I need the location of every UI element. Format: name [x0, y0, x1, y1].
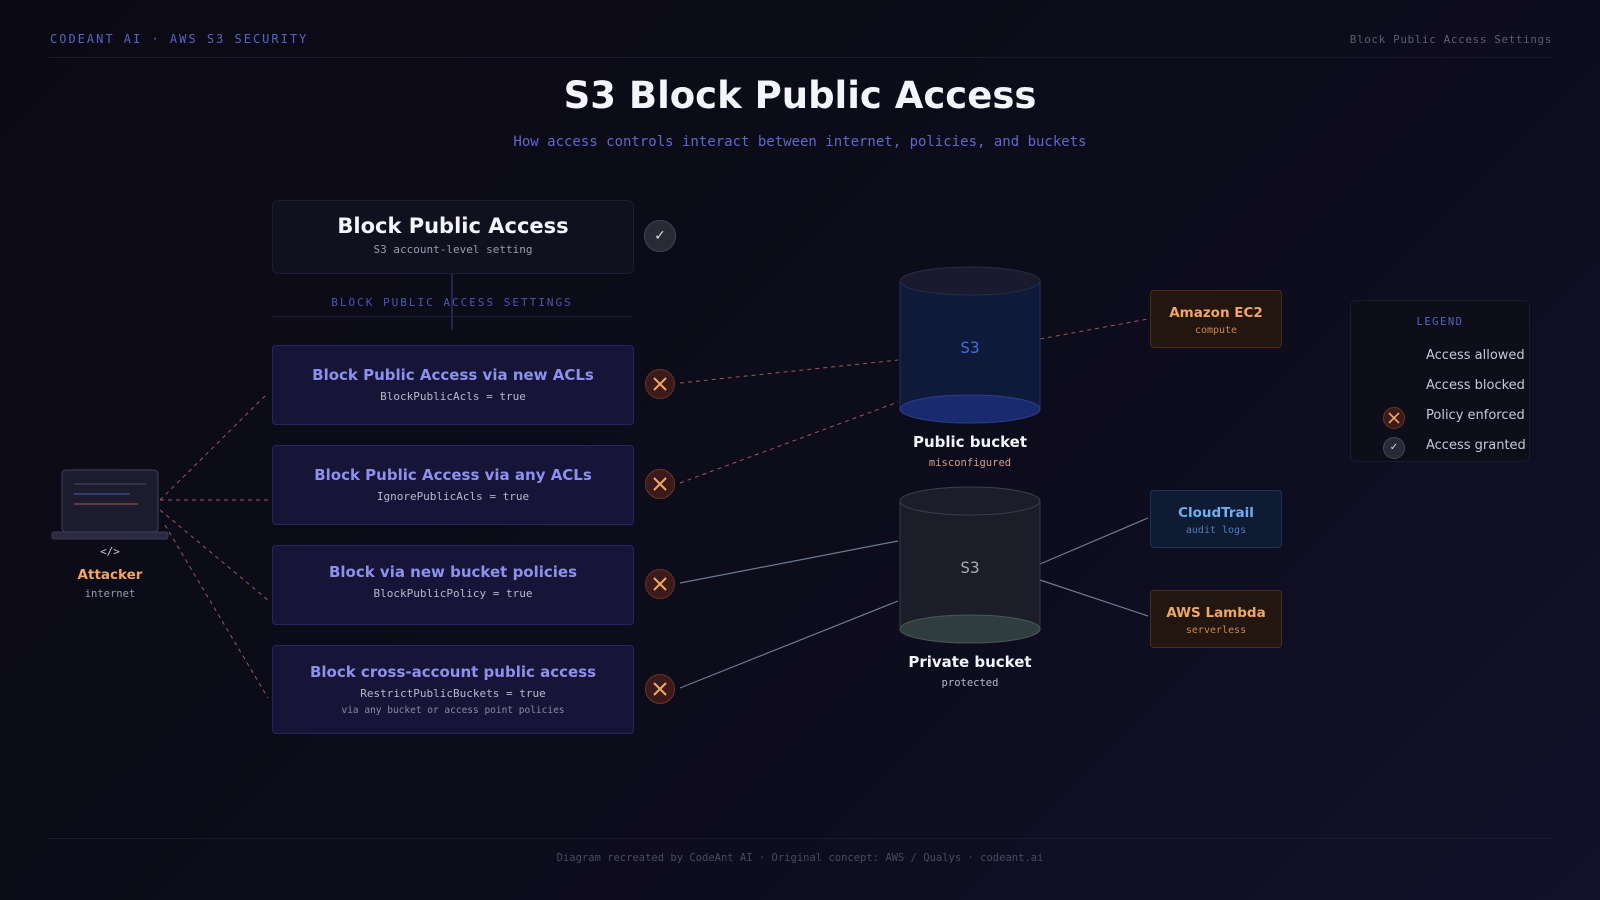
legend-item-enforced: Policy enforced [1426, 408, 1525, 423]
setting-card-new-acls: Block Public Access via new ACLs BlockPu… [272, 345, 634, 425]
setting-card-bucket-policies: Block via new bucket policies BlockPubli… [272, 545, 634, 625]
setting-2-to-public-bucket-line [679, 401, 899, 484]
footer-divider [48, 838, 1552, 839]
service-type: audit logs [1185, 525, 1247, 536]
legend-item-granted: Access granted [1426, 438, 1526, 453]
public-bucket-icon [899, 266, 1041, 424]
service-type: serverless [1185, 625, 1247, 636]
setting-title: Block Public Access via any ACLs [314, 466, 592, 484]
page-label: Block Public Access Settings [1349, 33, 1552, 46]
setting-4-to-private-bucket-line [679, 600, 899, 689]
setting-card-any-acls: Block Public Access via any ACLs IgnoreP… [272, 445, 634, 525]
service-cloudtrail: CloudTrail audit logs [1150, 490, 1282, 548]
setting-title: Block via new bucket policies [328, 563, 578, 581]
x-icon [1383, 407, 1405, 429]
public-bucket-label: Public bucket [912, 433, 1028, 451]
private-bucket-label: Private bucket [908, 653, 1032, 671]
service-name: AWS Lambda [1166, 605, 1266, 621]
legend-title: LEGEND [1416, 316, 1464, 328]
setting-note: via any bucket or access point policies [341, 705, 565, 716]
service-name: Amazon EC2 [1169, 305, 1263, 321]
attacker-label: Attacker [77, 567, 143, 583]
setting-title: Block cross-account public access [309, 663, 597, 681]
service-ec2: Amazon EC2 compute [1150, 290, 1282, 348]
footer-credit: Diagram recreated by CodeAnt AI · Origin… [556, 852, 1044, 864]
setting-param: BlockPublicPolicy = true [373, 587, 533, 600]
legend-item-allowed: Access allowed [1426, 348, 1525, 363]
private-bucket-icon [899, 486, 1041, 644]
legend-item-blocked: Access blocked [1426, 378, 1525, 393]
page-subtitle: How access controls interact between int… [513, 134, 1087, 150]
settings-section-label: BLOCK PUBLIC ACCESS SETTINGS [331, 296, 573, 309]
main-setting-subtitle: S3 account-level setting [373, 243, 533, 256]
x-icon [645, 469, 675, 499]
check-icon: ✓ [1383, 437, 1405, 459]
private-bucket-status: protected [941, 677, 999, 689]
laptop-icon [51, 469, 169, 540]
brand-label: CODEANT AI · AWS S3 SECURITY [50, 32, 309, 46]
setting-param: RestrictPublicBuckets = true [360, 687, 546, 700]
setting-title: Block Public Access via new ACLs [312, 366, 594, 384]
header-divider [48, 57, 1552, 58]
code-tag: </> [100, 545, 120, 558]
attacker-to-setting-4-line [164, 524, 269, 699]
page-title: S3 Block Public Access [563, 74, 1037, 117]
setting-card-cross-account: Block cross-account public access Restri… [272, 645, 634, 734]
attacker-sub: internet [84, 588, 136, 600]
private-bucket-icon-label: S3 [960, 558, 980, 577]
setting-1-to-public-bucket-line [679, 359, 899, 384]
service-lambda: AWS Lambda serverless [1150, 590, 1282, 648]
x-icon [645, 569, 675, 599]
x-icon [645, 369, 675, 399]
public-bucket-icon-label: S3 [960, 338, 980, 357]
private-bucket-to-lambda-line [1039, 579, 1149, 617]
main-setting-title: Block Public Access [337, 214, 569, 238]
attacker-to-setting-3-line [159, 509, 269, 601]
setting-param: IgnorePublicAcls = true [376, 490, 530, 503]
setting-param: BlockPublicAcls = true [380, 390, 526, 403]
private-bucket-to-cloudtrail-line [1039, 517, 1149, 565]
main-setting-card: Block Public Access S3 account-level set… [272, 200, 634, 274]
check-icon: ✓ [644, 220, 676, 252]
x-icon [645, 674, 675, 704]
public-bucket-status: misconfigured [928, 457, 1012, 469]
legend-panel: LEGEND Access allowed Access blocked Pol… [1350, 300, 1530, 462]
attacker-to-setting-1-line [159, 392, 269, 501]
setting-3-to-private-bucket-line [679, 540, 899, 584]
public-bucket-to-ec2-line [1039, 318, 1149, 340]
settings-divider [272, 316, 632, 317]
service-name: CloudTrail [1178, 505, 1254, 521]
service-type: compute [1194, 325, 1238, 336]
